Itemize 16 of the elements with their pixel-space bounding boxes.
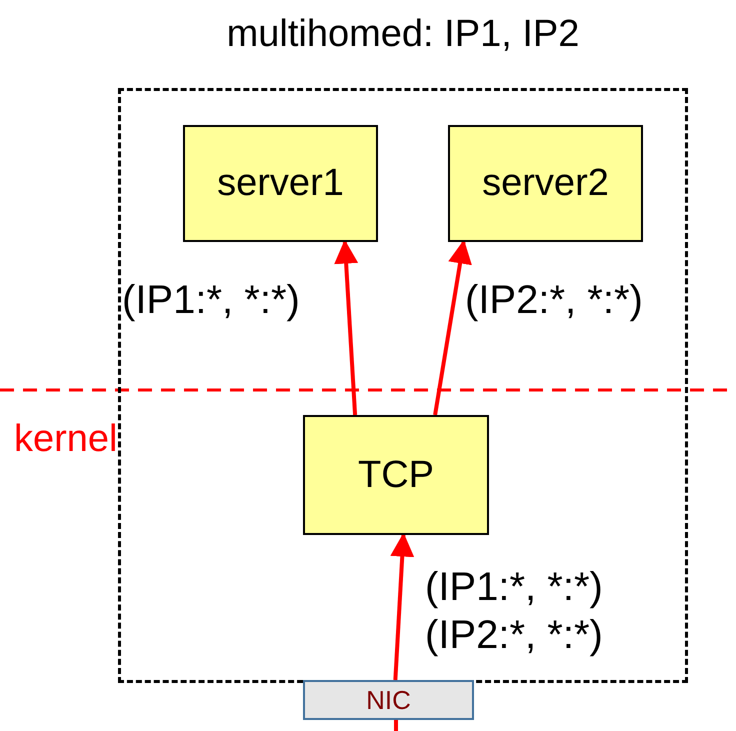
process-box (448, 125, 643, 242)
process-box (303, 415, 489, 535)
process-box (183, 125, 378, 242)
nic-label: NIC (366, 684, 411, 716)
edge-label: (IP1:*, *:*) (IP2:*, *:*) (425, 564, 604, 659)
nic-box (303, 680, 474, 720)
process-label: TCP (358, 454, 434, 496)
arrow (433, 240, 472, 416)
host-heading: multihomed: IP1, IP2 (226, 13, 580, 56)
kernel-label: kernel (14, 418, 118, 461)
process-label: server2 (482, 162, 609, 205)
edge-label: (IP2:*, *:*) (465, 277, 644, 324)
edge-label: (IP1:*, *:*) (122, 277, 301, 324)
arrow (334, 240, 358, 416)
arrow (390, 532, 414, 680)
process-label: server1 (217, 162, 344, 205)
